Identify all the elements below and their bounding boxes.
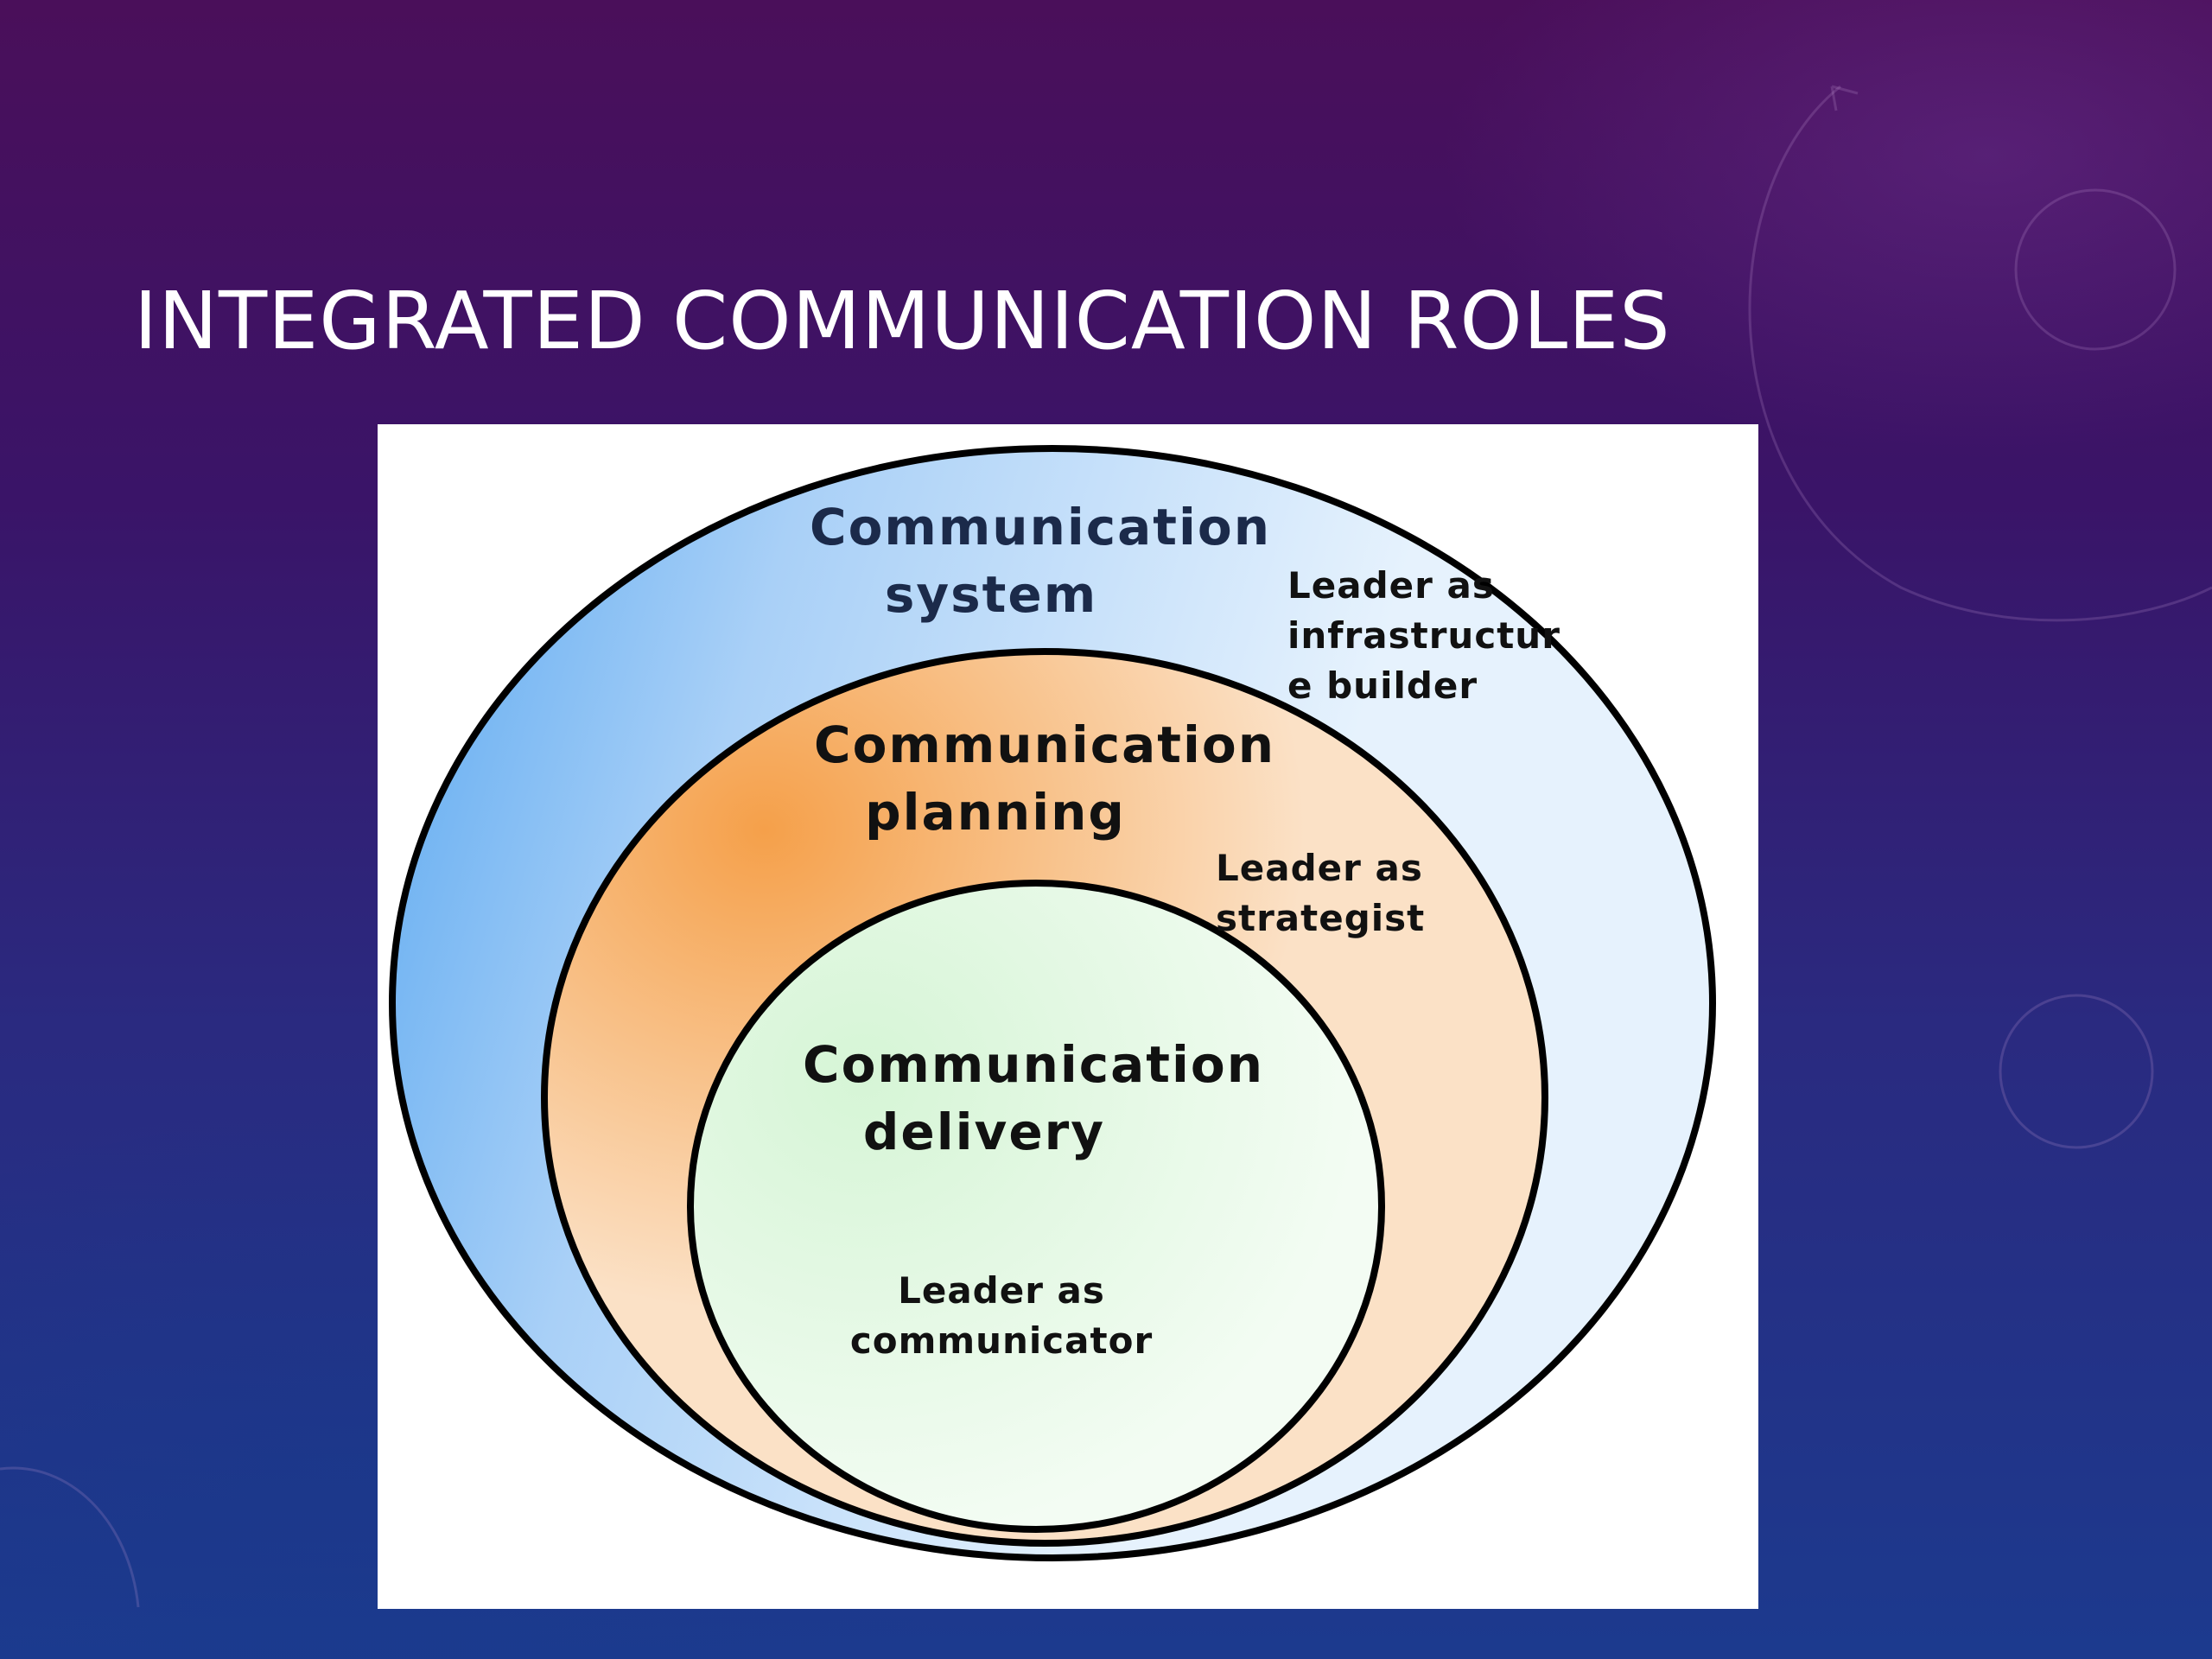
delivery-role-label: Leader as communicator xyxy=(829,1266,1174,1366)
slide-title: INTEGRATED COMMUNICATION ROLES xyxy=(134,275,1671,367)
nested-circles-diagram xyxy=(389,445,1716,1561)
deco-arrow-top-right xyxy=(1830,85,1859,111)
system-title-line2: system xyxy=(884,565,1098,624)
planning-role-line1: Leader as xyxy=(1216,847,1423,889)
delivery-title-line1: Communication xyxy=(803,1035,1265,1094)
system-role-line2: infrastructur xyxy=(1287,614,1560,657)
deco-circle-small-top-right xyxy=(2014,188,2177,351)
planning-role-line2: strategist xyxy=(1216,897,1426,939)
delivery-title-line2: delivery xyxy=(862,1103,1106,1161)
deco-arc-bottom-left xyxy=(0,1466,140,1608)
delivery-layer-title: Communication delivery xyxy=(803,1031,1265,1166)
planning-role-label: Leader as strategist xyxy=(1216,843,1425,944)
system-title-line1: Communication xyxy=(810,498,1272,556)
deco-circle-mid-right xyxy=(1999,994,2154,1149)
delivery-role-line1: Leader as xyxy=(898,1269,1105,1312)
diagram-panel: Communication system Leader as infrastru… xyxy=(378,424,1758,1609)
delivery-role-line2: communicator xyxy=(849,1319,1154,1362)
planning-title-line1: Communication xyxy=(814,715,1276,774)
system-role-label: Leader as infrastructur e builder xyxy=(1287,561,1560,711)
system-role-line3: e builder xyxy=(1287,664,1478,707)
deco-arc-top-right xyxy=(1748,85,2212,622)
planning-title-line2: planning xyxy=(865,783,1126,842)
delivery-circle xyxy=(687,880,1385,1533)
system-layer-title: Communication system xyxy=(810,493,1272,628)
system-role-line1: Leader as xyxy=(1287,564,1495,607)
planning-layer-title: Communication planning xyxy=(814,711,1276,846)
